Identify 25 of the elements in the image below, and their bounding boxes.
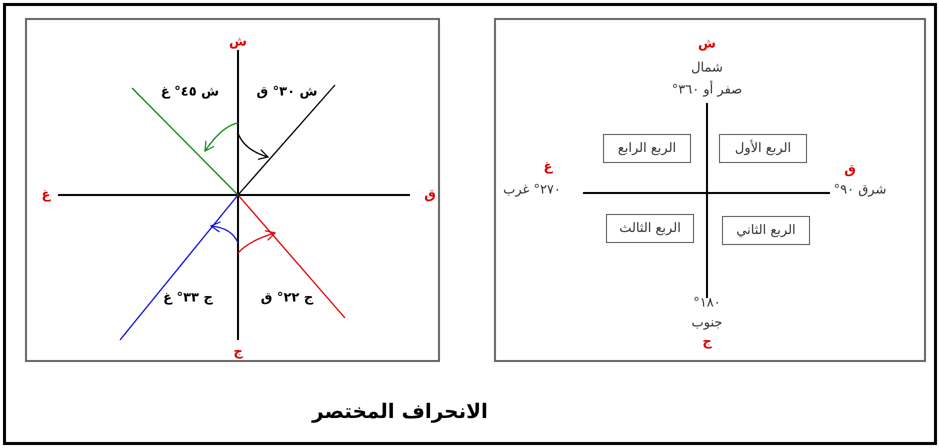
direction-label: ١٨٠° [693, 296, 721, 310]
direction-label: ٢٧٠° غرب [503, 182, 561, 198]
direction-letter: غ [42, 188, 50, 202]
direction-label: جنوب [692, 316, 722, 330]
bearing-label: ج ٢٢° ق [260, 290, 314, 306]
panel-frame [25, 18, 440, 362]
direction-label: شرق ٩٠° [834, 182, 886, 198]
direction-letter: ق [424, 188, 436, 202]
caption: الانحراف المختصر [312, 399, 488, 423]
direction-letter: غ [544, 160, 552, 174]
direction-label: شمال [691, 60, 723, 76]
direction-letter: ش [229, 34, 247, 50]
direction-letter: ق [844, 162, 856, 178]
quadrant-box: الربع الأول [719, 134, 807, 163]
bearing-label: ش ٤٥° غ [160, 84, 220, 100]
direction-letter: ج [702, 334, 712, 350]
direction-letter: ج [233, 344, 243, 360]
bearing-label: ج ٣٣° غ [163, 290, 213, 306]
panel-frame [494, 18, 926, 362]
quadrant-box: الربع الثاني [722, 216, 810, 245]
quadrant-box: الربع الثالث [606, 214, 694, 243]
bearing-label: ش ٣٠° ق [256, 84, 318, 100]
direction-label: صفر أو ٣٦٠° [672, 82, 742, 98]
quadrant-box: الربع الرابع [603, 134, 691, 163]
direction-letter: ش [698, 36, 716, 52]
